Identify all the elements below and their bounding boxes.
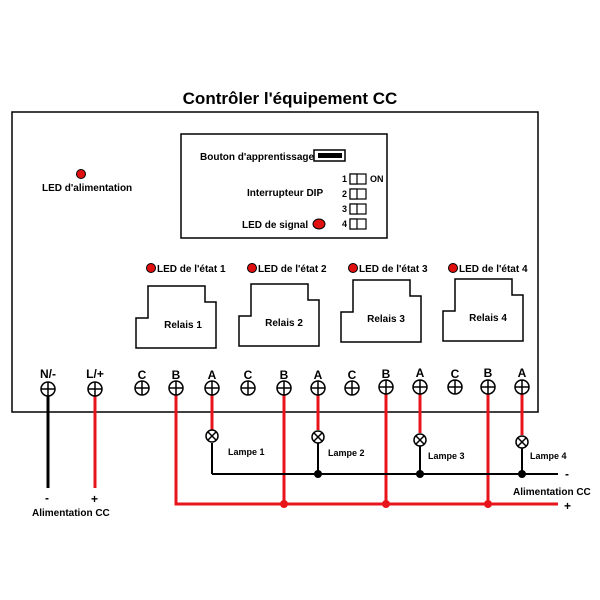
terminal-screw-icon	[204, 380, 220, 396]
terminal-label: B	[280, 368, 289, 382]
dip-number: 4	[342, 219, 347, 229]
wires	[46, 390, 558, 506]
power-led-label: LED d'alimentation	[42, 183, 132, 194]
lamp-label: Lampe 3	[428, 451, 465, 461]
terminal-screw-icon	[378, 379, 394, 395]
control-panel	[180, 133, 388, 239]
supply-right-label: Alimentation CC	[513, 487, 591, 498]
relay-label: Relais 2	[265, 318, 303, 329]
terminal-screw-icon	[40, 381, 56, 397]
lamp-1: Lampe 1	[205, 429, 265, 457]
relay-1: Relais 1	[135, 285, 217, 349]
junction-dots	[280, 470, 526, 508]
terminal-label: A	[208, 368, 217, 382]
power-led-icon	[76, 169, 86, 179]
supply-left-label: Alimentation CC	[32, 508, 110, 519]
supply-right-minus: -	[565, 467, 569, 481]
dip-number: 3	[342, 204, 347, 214]
terminal-screw-icon	[412, 379, 428, 395]
terminal-label: B	[172, 368, 181, 382]
relay-label: Relais 1	[164, 320, 202, 331]
lamp-icon	[413, 433, 427, 447]
terminal-screw-icon	[310, 380, 326, 396]
relay-label: Relais 3	[367, 314, 405, 325]
terminal-label: A	[518, 366, 527, 380]
state-led-label: LED de l'état 2	[258, 264, 327, 275]
terminal-screws	[40, 379, 530, 397]
learn-button-label: Bouton d'apprentissage	[200, 152, 314, 163]
supply-right-plus: +	[564, 499, 571, 513]
relay-2: Relais 2	[238, 283, 320, 347]
controller-box	[11, 111, 539, 413]
lamp-label: Lampe 4	[530, 451, 567, 461]
dip-switch-label: Interrupteur DIP	[247, 188, 323, 199]
terminal-screw-icon	[134, 380, 150, 396]
relay-label: Relais 4	[469, 313, 507, 324]
state-led-icon	[146, 263, 156, 273]
terminal-label: C	[244, 368, 253, 382]
diagram-title: Contrôler l'équipement CC	[183, 89, 398, 108]
terminal-label: C	[348, 368, 357, 382]
lamp-2: Lampe 2	[311, 430, 365, 458]
terminal-label: B	[484, 366, 493, 380]
lamp-label: Lampe 2	[328, 448, 365, 458]
lamp-3: Lampe 3	[413, 433, 465, 461]
lamp-icon	[311, 430, 325, 444]
signal-led-icon	[312, 218, 326, 230]
terminal-label: B	[382, 367, 391, 381]
terminal-screw-icon	[240, 380, 256, 396]
terminal-label: C	[138, 368, 147, 382]
terminal-label: A	[314, 368, 323, 382]
learn-button[interactable]	[313, 149, 346, 162]
terminal-label: A	[416, 366, 425, 380]
state-led-icon	[247, 263, 257, 273]
dip-number: 1	[342, 174, 347, 184]
relay-3: Relais 3	[340, 279, 422, 343]
lamp-4: Lampe 4	[515, 435, 567, 461]
state-led-label: LED de l'état 3	[359, 264, 428, 275]
state-led-label: LED de l'état 4	[459, 264, 528, 275]
relay-4: Relais 4	[442, 278, 524, 342]
terminal-label: L/+	[86, 367, 104, 381]
terminal-screw-icon	[480, 379, 496, 395]
terminal-screw-icon	[514, 379, 530, 395]
dip-on-label: ON	[370, 174, 384, 184]
state-led-label: LED de l'état 1	[157, 264, 226, 275]
terminal-label: N/-	[40, 367, 56, 381]
terminal-screw-icon	[344, 380, 360, 396]
terminal-screw-icon	[87, 381, 103, 397]
terminal-screw-icon	[276, 380, 292, 396]
dip-number: 2	[342, 189, 347, 199]
terminal-screw-icon	[168, 380, 184, 396]
supply-left-minus: -	[45, 491, 49, 505]
state-led-icon	[348, 263, 358, 273]
state-led-icon	[448, 263, 458, 273]
lamp-label: Lampe 1	[228, 447, 265, 457]
terminal-label: C	[451, 367, 460, 381]
supply-left-plus: +	[91, 492, 98, 506]
lamp-icon	[515, 435, 529, 449]
signal-led-label: LED de signal	[242, 220, 308, 231]
lamp-icon	[205, 429, 219, 443]
dip-switch[interactable]: 1 2 3 4	[342, 173, 367, 230]
terminal-screw-icon	[447, 379, 463, 395]
